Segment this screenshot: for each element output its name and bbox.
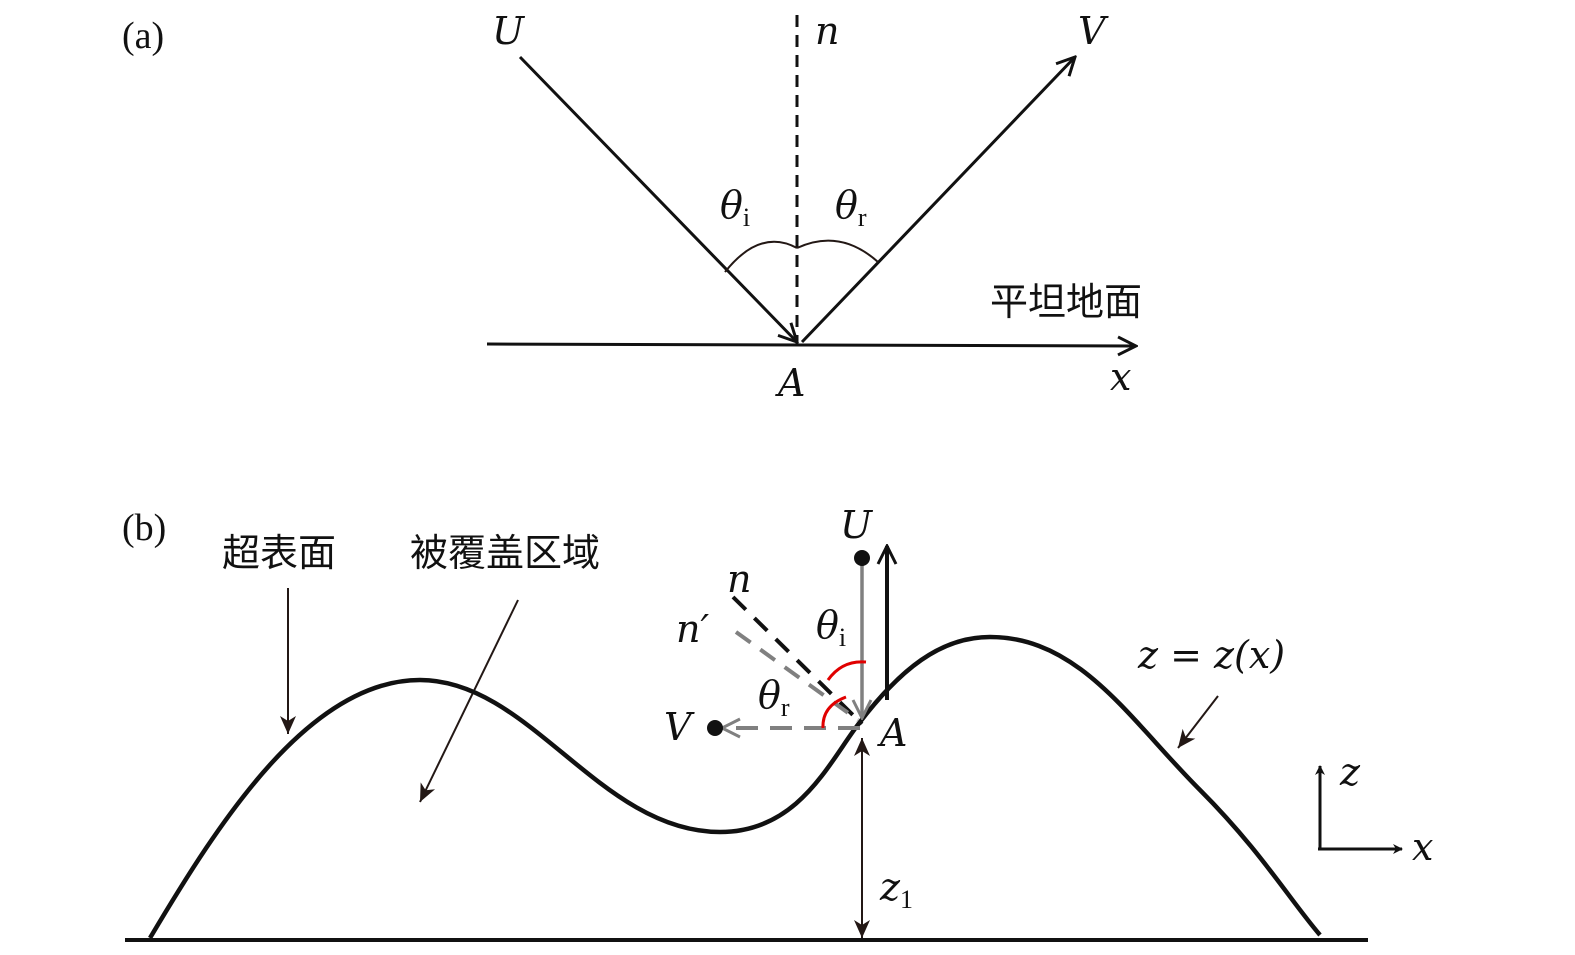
flat-ground-label: 平坦地面 bbox=[990, 280, 1142, 324]
surface-curve bbox=[148, 634, 1322, 940]
theta-i-label: θi bbox=[816, 603, 846, 652]
n-label: n bbox=[727, 557, 751, 601]
u-label: U bbox=[840, 503, 874, 547]
receiver-point-v bbox=[707, 720, 723, 736]
n-prime-label: n′ bbox=[676, 607, 709, 651]
panel-b: (b) 超表面 被覆盖区域 U n n′ θi θr V A z = z(x) … bbox=[122, 503, 1433, 942]
covered-region-pointer bbox=[419, 599, 519, 803]
theta-i-arc bbox=[826, 660, 867, 681]
x-axis-line bbox=[486, 344, 1136, 346]
v-label: V bbox=[664, 705, 695, 749]
panel-a-label: (a) bbox=[122, 15, 164, 57]
point-a-label: A bbox=[775, 361, 805, 405]
x-axis-label: x bbox=[1412, 825, 1433, 869]
theta-r-arc bbox=[821, 695, 847, 729]
panel-b-label: (b) bbox=[122, 507, 166, 549]
reflected-ray bbox=[800, 57, 1075, 344]
theta-r-label: θr bbox=[835, 183, 867, 232]
reflected-label: V bbox=[1078, 9, 1109, 53]
x-axis-label: x bbox=[1110, 355, 1131, 399]
surface-eq-pointer bbox=[1177, 695, 1219, 749]
normal-n-line bbox=[731, 595, 864, 726]
point-a-label: A bbox=[877, 711, 907, 755]
source-point-u bbox=[854, 550, 870, 566]
theta-r-arc bbox=[796, 239, 879, 263]
normal-label: n bbox=[815, 9, 839, 53]
theta-r-label: θr bbox=[758, 673, 790, 722]
theta-i-arc bbox=[724, 240, 798, 273]
panel-a: (a) U n V θi θr 平坦地面 A x bbox=[122, 9, 1142, 405]
surface-equation-label: z = z(x) bbox=[1137, 633, 1285, 677]
z-axis-label: z bbox=[1339, 750, 1361, 794]
normal-n-prime-line bbox=[734, 630, 860, 722]
theta-i-label: θi bbox=[720, 183, 750, 232]
incident-ray bbox=[518, 55, 797, 342]
z1-label: z1 bbox=[879, 865, 913, 914]
super-surface-label: 超表面 bbox=[222, 531, 336, 575]
covered-region-label: 被覆盖区域 bbox=[410, 531, 600, 575]
incident-label: U bbox=[492, 9, 526, 53]
